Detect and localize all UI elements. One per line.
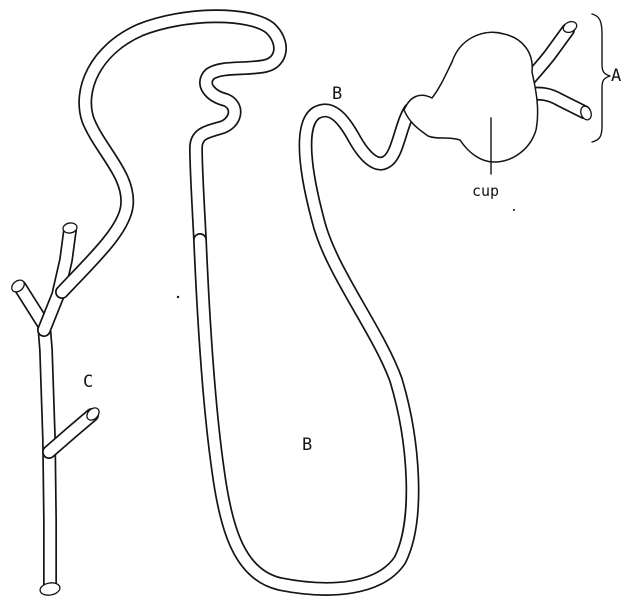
collecting-duct-group bbox=[9, 222, 101, 597]
glomerulus-group bbox=[404, 20, 593, 174]
label-b-upper: B bbox=[332, 84, 342, 104]
duct-end-bottom bbox=[39, 581, 61, 596]
label-c: C bbox=[83, 372, 93, 392]
label-b-lower: B bbox=[302, 435, 312, 455]
label-a: A bbox=[611, 66, 621, 86]
distal-loop-group bbox=[62, 16, 280, 292]
stray-mark bbox=[177, 296, 179, 298]
bowman-cup bbox=[404, 32, 538, 162]
label-cup: cup bbox=[472, 182, 499, 200]
label-a-brace bbox=[592, 14, 610, 142]
long-loop-group bbox=[200, 110, 412, 589]
stray-mark-2 bbox=[513, 209, 515, 211]
